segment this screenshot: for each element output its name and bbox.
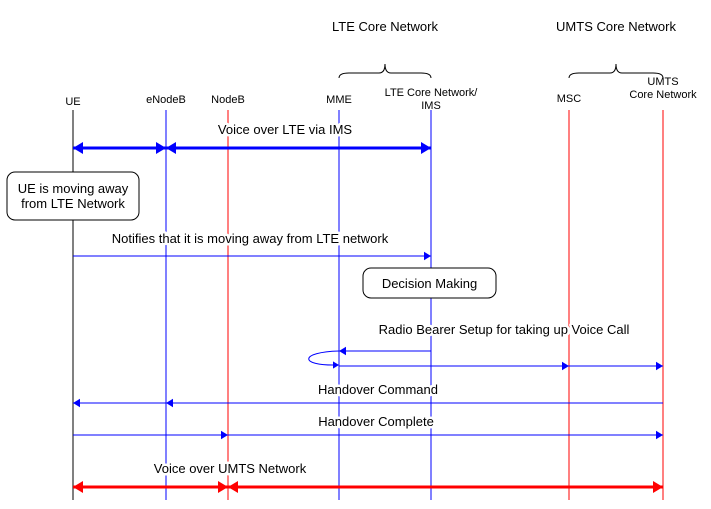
arrowhead: [73, 142, 83, 154]
arrowhead: [653, 481, 663, 493]
message-4: Handover Command: [73, 380, 663, 408]
message-1: Notifies that it is moving away from LTE…: [73, 229, 431, 261]
arrowhead: [166, 142, 176, 154]
arrowhead: [333, 361, 339, 369]
message-label: Voice over UMTS Network: [154, 461, 307, 476]
message-label: Radio Bearer Setup for taking up Voice C…: [379, 322, 630, 337]
note-rect: [362, 267, 497, 299]
lifeline-label-enb: eNodeB: [146, 94, 186, 106]
note-text: from LTE Network: [21, 196, 125, 211]
lifeline-label-ltecore: IMS: [421, 100, 441, 112]
arrowhead: [339, 346, 346, 356]
arrowhead: [424, 251, 431, 261]
arrowhead: [562, 361, 569, 371]
message-label: Notifies that it is moving away from LTE…: [112, 231, 389, 246]
arrowhead: [73, 398, 80, 408]
note-text: Decision Making: [382, 276, 477, 291]
note-rect: [6, 171, 140, 221]
lifeline-label-umts: Core Network: [629, 89, 697, 101]
arrowhead: [73, 481, 83, 493]
lifeline-label-ltecore: LTE Core Network/: [385, 87, 479, 99]
arrowhead: [166, 398, 173, 408]
arrowhead: [421, 142, 431, 154]
message-5: Handover Complete: [73, 412, 663, 440]
group-brace: [568, 63, 664, 79]
note-box: Decision Making: [362, 267, 497, 299]
arrowhead: [228, 481, 238, 493]
self-loop: [308, 350, 340, 366]
lifeline-label-mme: MME: [326, 94, 352, 106]
group-brace: [338, 63, 432, 79]
message-0: Voice over LTE via IMS: [73, 120, 431, 154]
message-label: Handover Command: [318, 382, 438, 397]
lifeline-label-msc: MSC: [557, 93, 582, 105]
message-6: Voice over UMTS Network: [73, 459, 663, 493]
lifeline-label-nodeb: NodeB: [211, 94, 245, 106]
message-3: [308, 350, 663, 371]
lifeline-label-ue: UE: [65, 96, 80, 108]
group-label: LTE Core Network: [332, 19, 438, 34]
message-label: Handover Complete: [318, 414, 434, 429]
arrowhead: [221, 430, 228, 440]
note-text: UE is moving away: [18, 181, 129, 196]
message-2: Radio Bearer Setup for taking up Voice C…: [339, 320, 632, 356]
arrowhead: [218, 481, 228, 493]
arrowhead: [156, 142, 166, 154]
arrowhead: [656, 361, 663, 371]
arrowhead: [656, 430, 663, 440]
message-label: Voice over LTE via IMS: [218, 122, 352, 137]
lifeline-label-umts: UMTS: [647, 76, 678, 88]
group-label: UMTS Core Network: [556, 19, 676, 34]
